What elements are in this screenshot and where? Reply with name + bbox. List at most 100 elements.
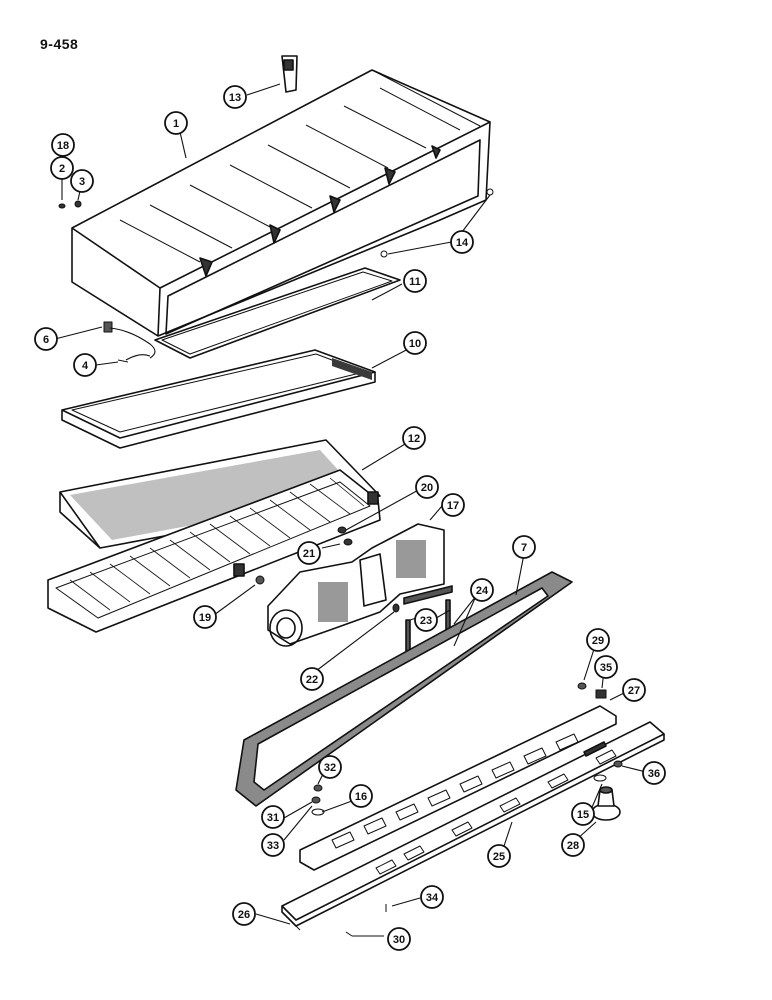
callout-36: 36 (642, 761, 666, 785)
callout-number: 26 (238, 909, 250, 921)
callout-23: 23 (414, 608, 438, 632)
callout-number: 34 (426, 892, 439, 904)
outlet-mounting-plate (281, 721, 665, 927)
callout-35: 35 (594, 655, 618, 679)
callout-number: 25 (493, 851, 505, 863)
callout-number: 24 (476, 585, 489, 597)
callout-number: 12 (408, 433, 420, 445)
callout-number: 33 (267, 840, 279, 852)
callout-4: 4 (73, 353, 97, 377)
leader-lines (54, 83, 647, 937)
callout-circle (414, 608, 438, 632)
callout-number: 17 (447, 500, 459, 512)
callout-circle (403, 269, 427, 293)
callout-25: 25 (487, 844, 511, 868)
callout-number: 6 (43, 334, 49, 346)
callout-1: 1 (164, 111, 188, 135)
callout-number: 2 (59, 163, 65, 175)
callout-number: 36 (648, 768, 660, 780)
air-filter (61, 349, 376, 449)
callout-circle (70, 169, 94, 193)
callout-3: 3 (70, 169, 94, 193)
callout-6: 6 (34, 327, 58, 351)
callout-34: 34 (420, 885, 444, 909)
callout-circle (223, 85, 247, 109)
callout-31: 31 (261, 805, 285, 829)
callout-number: 16 (355, 791, 367, 803)
callout-27: 27 (622, 678, 646, 702)
callout-12: 12 (402, 426, 426, 450)
callout-number: 21 (303, 548, 315, 560)
callout-16: 16 (349, 784, 373, 808)
plenum-gasket (154, 267, 401, 359)
callout-number: 11 (409, 276, 421, 288)
callout-circle (415, 475, 439, 499)
callout-circle (450, 230, 474, 254)
callout-circle (622, 678, 646, 702)
callout-10: 10 (403, 331, 427, 355)
callout-circle (441, 493, 465, 517)
callout-number: 15 (577, 809, 589, 821)
callout-number: 29 (592, 635, 604, 647)
callout-number: 3 (79, 176, 85, 188)
callout-circle (561, 833, 585, 857)
callout-number: 32 (324, 762, 336, 774)
callout-circle (232, 902, 256, 926)
callout-circle (571, 802, 595, 826)
callout-circle (487, 844, 511, 868)
callout-19: 19 (193, 605, 217, 629)
callout-circle (349, 784, 373, 808)
blower-assembly (267, 523, 445, 647)
callout-circle (586, 628, 610, 652)
callout-circle (387, 927, 411, 951)
callout-number: 7 (521, 542, 527, 554)
callout-number: 10 (409, 338, 421, 350)
callout-29: 29 (586, 628, 610, 652)
housing-cover (71, 69, 491, 337)
callout-circle (164, 111, 188, 135)
callout-number: 14 (456, 237, 469, 249)
callout-circle (470, 578, 494, 602)
callout-20: 20 (415, 475, 439, 499)
callout-circle (512, 535, 536, 559)
callout-21: 21 (297, 541, 321, 565)
callout-32: 32 (318, 755, 342, 779)
callout-33: 33 (261, 833, 285, 857)
callout-number: 31 (267, 812, 279, 824)
callout-18: 18 (51, 133, 75, 157)
callout-circle (403, 331, 427, 355)
callout-number: 22 (306, 674, 318, 686)
callout-24: 24 (470, 578, 494, 602)
callout-number: 20 (421, 482, 433, 494)
callout-circle (73, 353, 97, 377)
callout-number: 30 (393, 934, 405, 946)
callout-number: 28 (567, 840, 579, 852)
callout-circle (261, 833, 285, 857)
callout-circle (300, 667, 324, 691)
callout-7: 7 (512, 535, 536, 559)
callout-number: 4 (82, 360, 89, 372)
callout-number: 18 (57, 140, 69, 152)
callout-2: 2 (50, 156, 74, 180)
callout-number: 19 (199, 612, 211, 624)
callout-30: 30 (387, 927, 411, 951)
outer-gasket (235, 571, 573, 807)
callout-13: 13 (223, 85, 247, 109)
callout-17: 17 (441, 493, 465, 517)
callout-circle (193, 605, 217, 629)
callout-15: 15 (571, 802, 595, 826)
callout-circle (594, 655, 618, 679)
hardware-small (58, 188, 623, 937)
callout-26: 26 (232, 902, 256, 926)
callout-number: 27 (628, 685, 640, 697)
callout-22: 22 (300, 667, 324, 691)
callout-circle (261, 805, 285, 829)
clip-part (281, 55, 298, 93)
callout-circle (297, 541, 321, 565)
callout-circle (420, 885, 444, 909)
callout-group: 1234671011121314151617181920212223242526… (34, 85, 666, 951)
page-code: 9-458 (40, 36, 79, 52)
callout-11: 11 (403, 269, 427, 293)
callout-circle (51, 133, 75, 157)
